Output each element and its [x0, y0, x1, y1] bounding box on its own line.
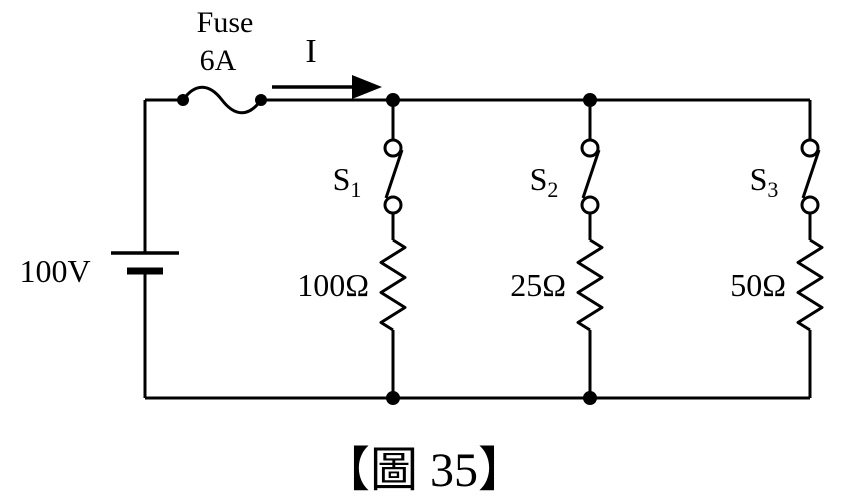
resistor-2-zigzag [576, 238, 604, 332]
fuse-terminal-left [177, 94, 189, 106]
fuse-symbol [177, 85, 267, 115]
battery-symbol [111, 251, 179, 275]
junction-dots [386, 93, 597, 405]
resistor-3-zigzag [796, 238, 824, 332]
junction-dot-top-1 [386, 93, 400, 107]
switch-2-label-sub: 2 [547, 177, 558, 202]
junction-dot-bottom-2 [583, 391, 597, 405]
switch-1-terminal-bottom [383, 195, 403, 215]
switch-3-terminal-bottom [800, 195, 820, 215]
switch-1-blade [384, 149, 404, 199]
switch-1-terminal-top [383, 138, 403, 158]
switch-3-label-sub: 3 [767, 177, 778, 202]
source-voltage-label: 100V [19, 253, 90, 289]
fuse-rating-label: 6A [200, 44, 237, 77]
junction-dot-top-2 [583, 93, 597, 107]
switch-1-label-base: S [333, 161, 351, 197]
figure-caption: 【圖 35】 [322, 444, 526, 497]
fuse-terminal-right [255, 94, 267, 106]
wires [143, 98, 810, 400]
junction-dot-bottom-1 [386, 391, 400, 405]
resistor-2-label: 25Ω [510, 267, 566, 303]
switch-1-label: S1 [333, 161, 362, 202]
switch-2-blade [581, 149, 601, 199]
switch-2-label: S2 [530, 161, 559, 202]
switch-3-label: S3 [750, 161, 779, 202]
fuse-label: Fuse [197, 6, 254, 39]
switch-2-terminal-bottom [580, 195, 600, 215]
branch-2: S2 25Ω [510, 100, 604, 398]
resistor-1-label: 100Ω [297, 267, 369, 303]
switch-2-label-base: S [530, 161, 548, 197]
switch-2-terminal-top [580, 138, 600, 158]
resistor-1-zigzag [379, 238, 407, 332]
current-label: I [305, 33, 316, 70]
current-arrow-head [352, 75, 382, 99]
resistor-3-label: 50Ω [730, 267, 786, 303]
switch-1-label-sub: 1 [350, 177, 361, 202]
branch-3: S3 50Ω [730, 100, 824, 398]
switch-3-blade [801, 149, 821, 199]
switch-3-label-base: S [750, 161, 768, 197]
branch-1: S1 100Ω [297, 100, 407, 398]
fuse-wave [181, 85, 263, 115]
current-arrow [272, 75, 382, 99]
switch-3-terminal-top [800, 138, 820, 158]
